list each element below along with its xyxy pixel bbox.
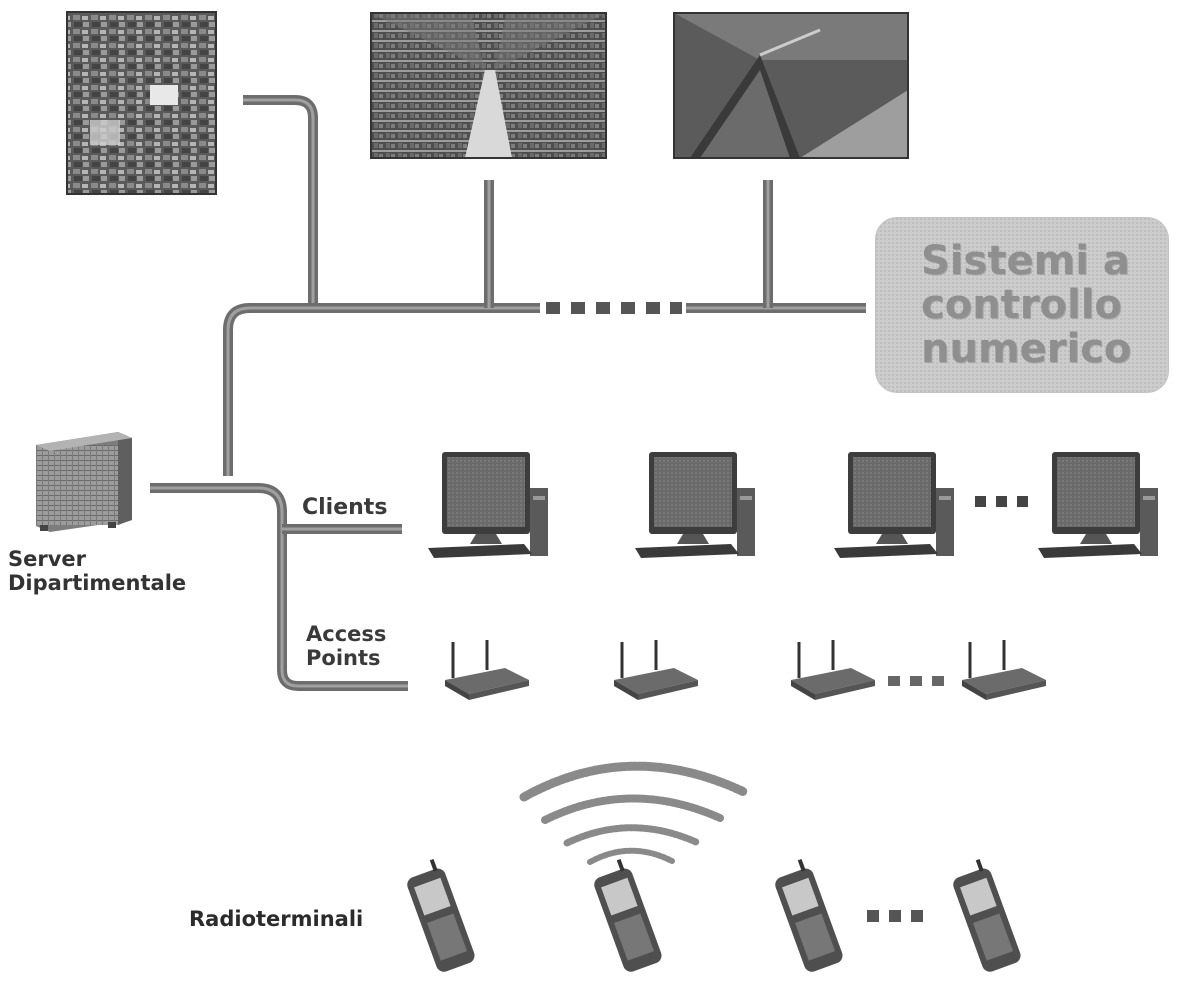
callout-line: controllo <box>921 282 1122 328</box>
server-label: Server Dipartimentale <box>8 547 187 595</box>
server-label-line: Server <box>8 547 87 571</box>
callout-line: Sistemi a <box>921 238 1130 284</box>
warehouse-aisle-photo <box>370 12 607 159</box>
ellipsis-dots-icon <box>888 676 944 686</box>
ellipsis-dots-icon <box>975 496 1028 507</box>
wireless-router-icon <box>962 640 1046 700</box>
wireless-router-icon <box>445 640 529 700</box>
ellipsis-dots-icon <box>546 302 682 314</box>
access-points-label-line: Points <box>306 645 381 670</box>
server-label-line: Dipartimentale <box>8 570 187 595</box>
access-points-label: Access Points <box>306 622 387 670</box>
automated-crane-photo <box>673 12 909 159</box>
callout-line: numerico <box>921 326 1132 372</box>
clients-label: Clients <box>302 495 388 520</box>
desktop-computer-icon <box>834 452 954 558</box>
desktop-computer-icon <box>1038 452 1158 558</box>
radioterminals-label: Radioterminali <box>189 907 364 931</box>
handheld-terminal-icon <box>407 858 475 972</box>
desktop-computer-icon <box>635 452 755 558</box>
handheld-terminal-icon <box>953 858 1021 972</box>
handheld-terminal-icon <box>775 858 843 972</box>
desktop-computer-icon <box>428 452 548 558</box>
network-bus <box>150 95 866 691</box>
access-points-label-line: Access <box>306 622 387 646</box>
callout-text: Sistemi a controllo numerico <box>921 239 1131 371</box>
handheld-terminal-icon <box>594 858 662 972</box>
wireless-router-icon <box>614 640 698 700</box>
server-tower-icon <box>36 432 132 532</box>
ellipsis-dots-icon <box>867 910 923 922</box>
wireless-router-icon <box>791 640 875 700</box>
warehouse-rack-photo <box>66 11 217 195</box>
radio-waves-icon <box>519 761 749 865</box>
cnc-systems-callout: Sistemi a controllo numerico <box>875 217 1169 393</box>
